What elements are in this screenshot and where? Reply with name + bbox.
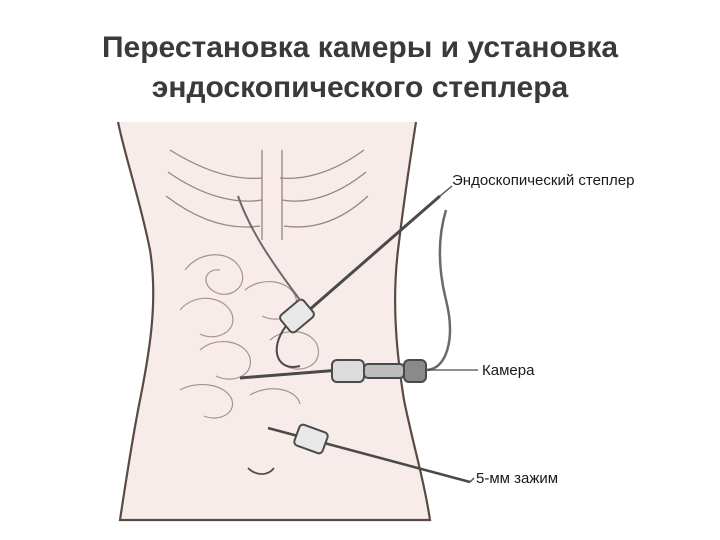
torso-outline [118,122,430,520]
label-stapler: Эндоскопический степлер [452,172,634,189]
label-clamp: 5-мм зажим [476,470,558,487]
leader-lines [426,186,478,482]
label-camera: Камера [482,362,534,379]
